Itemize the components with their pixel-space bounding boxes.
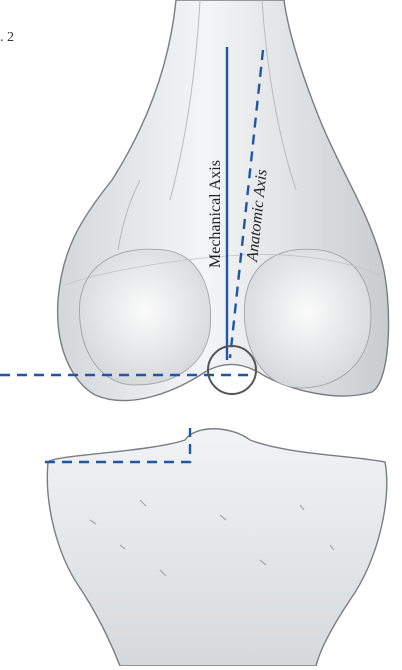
figure-label: . 2 [0,30,14,46]
lateral-condyle [80,249,211,385]
mechanical-axis-label: Mechanical Axis [207,160,224,268]
tibia-outline [47,429,386,666]
medial-condyle [244,249,371,388]
tibia [47,429,386,666]
